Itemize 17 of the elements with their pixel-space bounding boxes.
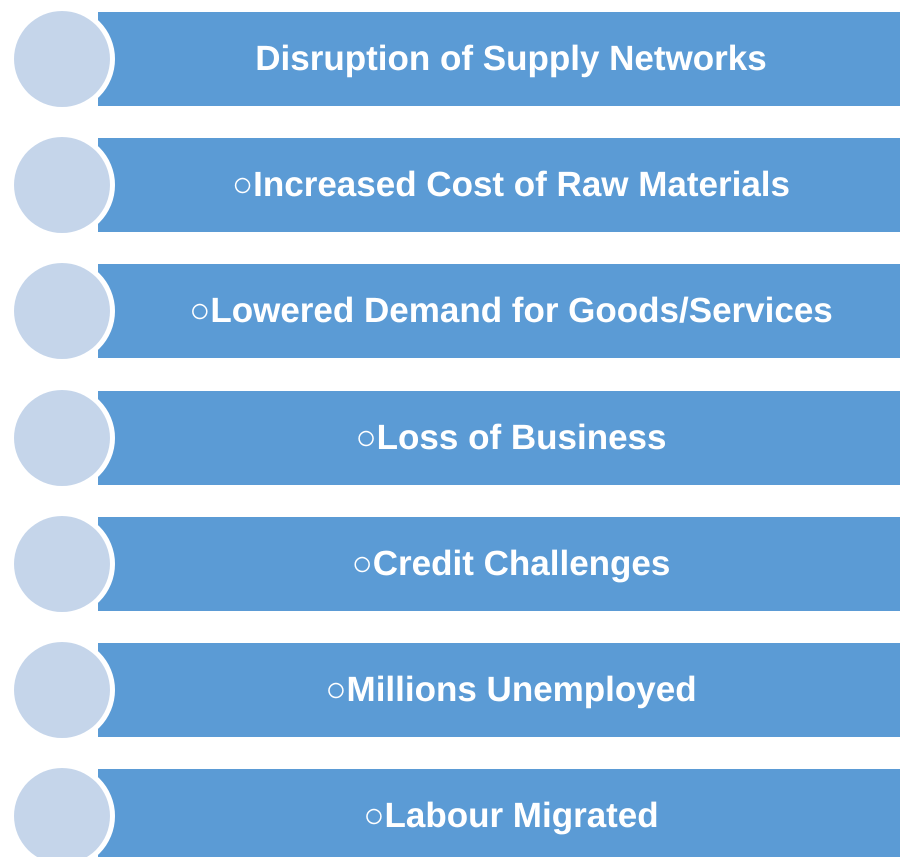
banner [98, 138, 900, 232]
circle-marker [14, 642, 110, 738]
banner [98, 769, 900, 857]
banner-label: ○Increased Cost of Raw Materials [232, 164, 790, 206]
banner-label: ○Loss of Business [356, 416, 666, 459]
banner [98, 264, 900, 358]
banner-label: ○Labour Migrated [363, 795, 659, 838]
banner [98, 390, 900, 485]
banner [98, 643, 900, 737]
banner-label: Disruption of Supply Networks [255, 38, 767, 80]
banner-label: ○Credit Challenges [352, 542, 670, 585]
circle-marker [14, 768, 110, 857]
banner [98, 516, 900, 611]
banner-label: ○Millions Unemployed [325, 669, 697, 711]
circle-marker [14, 11, 110, 107]
banner [98, 12, 900, 106]
banner-label: ○Lowered Demand for Goods/Services [189, 290, 833, 332]
